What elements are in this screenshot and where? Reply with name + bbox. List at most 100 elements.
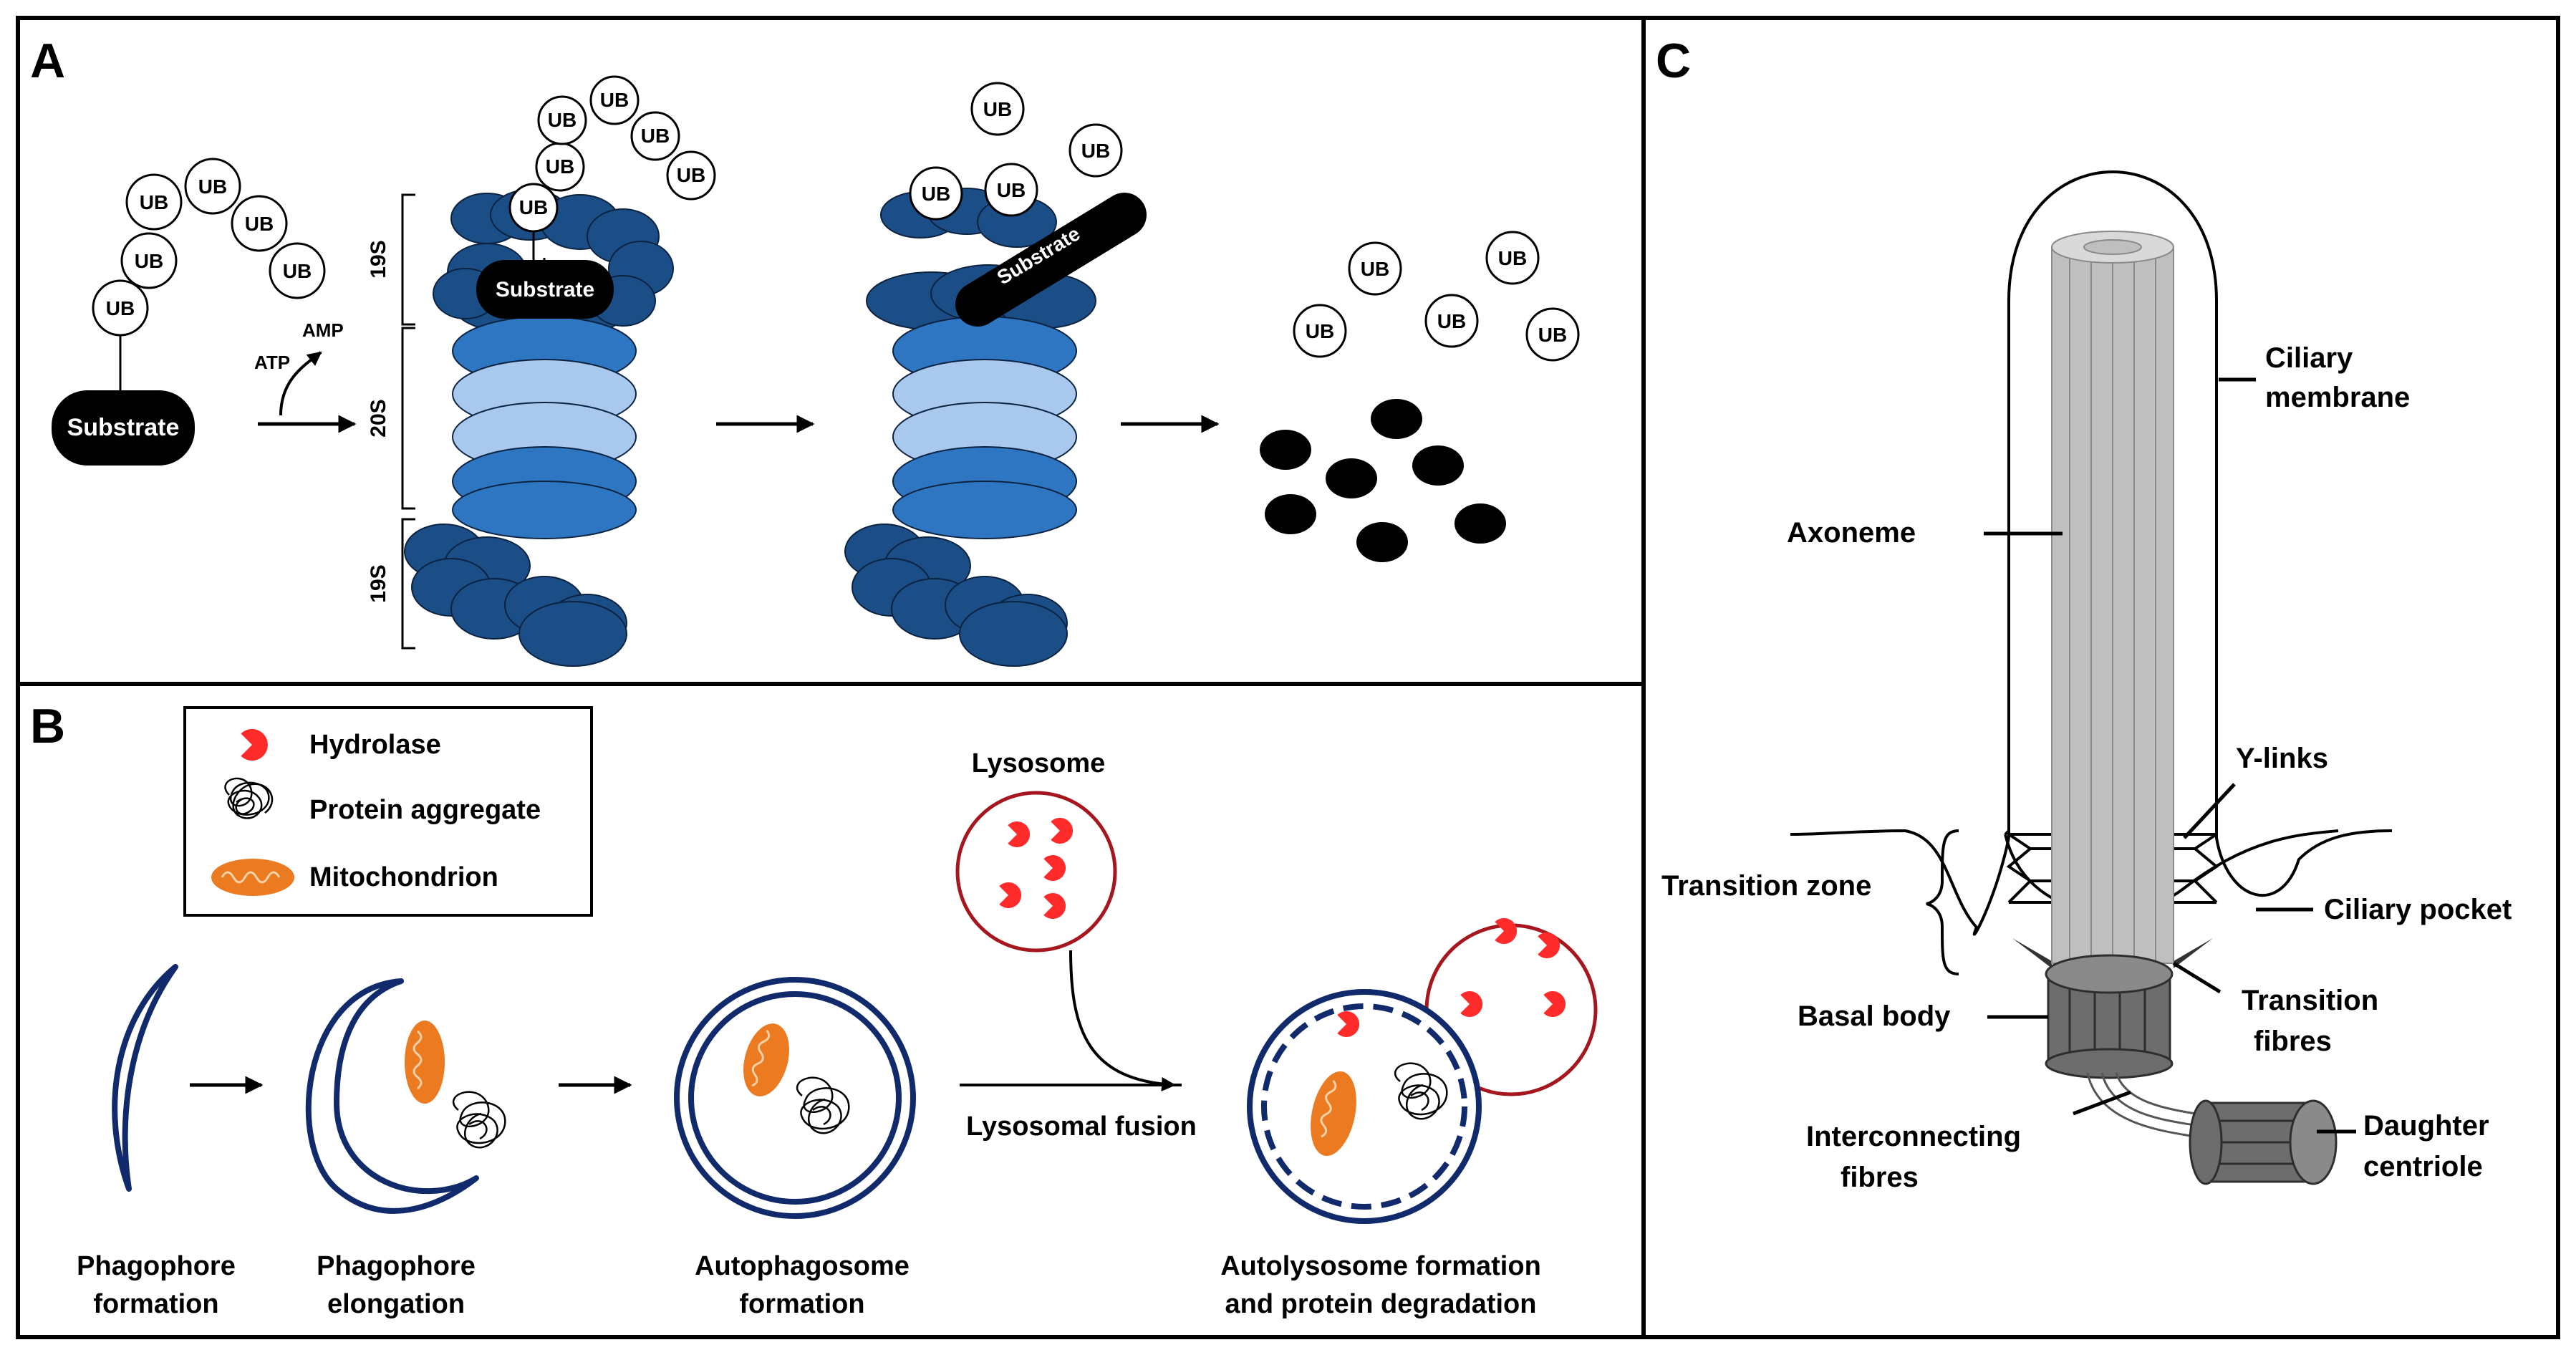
ub-chain: UB UB UB UB UB UB [508, 75, 716, 260]
panel-a: UB UB UB UB UB UB Substrate ATP AMP 19S … [52, 75, 1580, 667]
step4-line2: and protein degradation [1225, 1289, 1537, 1319]
core-20s [452, 316, 637, 539]
free-ub: UB UB UB UB [909, 82, 1123, 221]
figure-border [16, 16, 2560, 1339]
ub-label: UB [600, 89, 629, 111]
transition-zone-brace [1926, 829, 1959, 975]
ub-label: UB [519, 196, 548, 218]
hydrolase-enzymes [999, 817, 1074, 919]
legend-aggregate: Protein aggregate [309, 795, 541, 825]
ub-label: UB [283, 260, 312, 282]
panel-label-c: C [1656, 34, 1691, 88]
interconnecting-label-1: Interconnecting [1806, 1121, 2021, 1152]
basal-body [2045, 954, 2174, 1079]
cilium-outline [1790, 170, 2393, 936]
atp-label: ATP [254, 352, 290, 373]
step4-line1: Autolysosome formation [1220, 1251, 1541, 1281]
ub-label: UB [546, 155, 574, 178]
substrate-label: Substrate [496, 278, 594, 302]
legend: Hydrolase Protein aggregate Mitochondrio… [183, 706, 593, 917]
atp-reaction-arrow: ATP AMP [254, 319, 357, 433]
ub-label: UB [997, 179, 1026, 201]
cap-top-label: 19S [367, 240, 390, 278]
hydrolase-enzymes [1337, 917, 1566, 1037]
ub-label: UB [548, 109, 577, 131]
interconnecting-label-2: fibres [1841, 1162, 1919, 1193]
axoneme [2051, 231, 2174, 964]
ub-label: UB [1361, 258, 1389, 280]
step-captions: Phagophore formation Phagophore elongati… [77, 1251, 1541, 1319]
ub-chain: UB UB UB UB UB UB [92, 158, 326, 337]
transition-fibres [2012, 938, 2213, 968]
basal-body-label: Basal body [1798, 1000, 1951, 1032]
panel-b: Hydrolase Protein aggregate Mitochondrio… [77, 706, 1598, 1319]
daughter-label-2: centriole [2363, 1151, 2483, 1182]
mitochondrion [405, 1021, 445, 1104]
ub-label: UB [245, 213, 274, 235]
legend-mitochondrion: Mitochondrion [309, 862, 498, 892]
cap-19s-bottom [844, 524, 1068, 667]
panel-label-a: A [30, 34, 65, 88]
peptide-fragments [1260, 399, 1506, 562]
daughter-label-1: Daughter [2363, 1110, 2489, 1142]
core-label: 20S [367, 399, 390, 437]
ub-label: UB [1437, 310, 1466, 332]
mitochondrion-icon [211, 859, 294, 896]
step2-line2: elongation [327, 1289, 465, 1319]
ciliary-pocket-label: Ciliary pocket [2324, 894, 2512, 925]
ub-label: UB [1081, 140, 1110, 162]
autolysosome [1247, 917, 1598, 1224]
axoneme-label: Axoneme [1787, 517, 1916, 549]
step3-line1: Autophagosome [695, 1251, 910, 1281]
ub-label: UB [106, 297, 135, 319]
ub-label: UB [641, 125, 670, 147]
mitochondrion [1311, 1071, 1356, 1157]
step1-line2: formation [93, 1289, 218, 1319]
proteasome-with-substrate: Substrate UB UB UB UB UB UB [404, 75, 716, 667]
autophagosome [674, 977, 916, 1219]
fusion-arrow [960, 950, 1182, 1085]
ciliary-membrane-label-1: Ciliary [2265, 342, 2353, 374]
released-ub: UB UB UB UB UB [1293, 231, 1580, 362]
mitochondrion [743, 1023, 789, 1096]
cap-bottom-label: 19S [367, 564, 390, 602]
step3-line2: formation [739, 1289, 864, 1319]
protein-aggregate [796, 1076, 850, 1134]
step1-line1: Phagophore [77, 1251, 236, 1281]
ub-label: UB [1498, 247, 1527, 269]
lysosome [955, 791, 1117, 953]
leader-lines [1984, 377, 2356, 1134]
bound-substrate: Substrate [476, 258, 614, 319]
cap-19s-bottom [404, 524, 627, 667]
hydrolase-icon [241, 728, 268, 761]
ub-label: UB [1538, 324, 1567, 346]
ub-label: UB [198, 175, 227, 198]
step2-line1: Phagophore [317, 1251, 476, 1281]
amp-label: AMP [302, 319, 344, 341]
substrate-label: Substrate [67, 414, 180, 441]
transition-fibres-label-2: fibres [2254, 1026, 2332, 1057]
core-20s [892, 316, 1077, 539]
elongating-phagophore [305, 978, 506, 1214]
lysosome-label: Lysosome [972, 748, 1106, 778]
ub-label: UB [922, 183, 950, 205]
ub-label: UB [135, 250, 163, 272]
fusion-label: Lysosomal fusion [966, 1112, 1197, 1142]
protein-aggregate [1394, 1062, 1448, 1120]
protein-aggregate [452, 1091, 506, 1149]
ub-label: UB [140, 191, 168, 213]
legend-hydrolase: Hydrolase [309, 730, 441, 760]
ub-label: UB [983, 98, 1012, 120]
transition-fibres-label-1: Transition [2242, 985, 2378, 1016]
ub-label: UB [1306, 320, 1334, 342]
ciliary-membrane-label-2: membrane [2265, 382, 2410, 413]
transition-zone-label: Transition zone [1661, 870, 1871, 902]
panel-label-b: B [30, 699, 65, 753]
proteasome-degrading: Substrate UB UB UB UB [844, 82, 1147, 667]
subunit-brackets [401, 193, 415, 650]
daughter-centriole [2189, 1099, 2338, 1185]
phagophore-crescent [112, 964, 178, 1192]
panel-c: Ciliary membrane Axoneme Y-links Transit… [1661, 170, 2512, 1193]
y-links-label: Y-links [2236, 743, 2328, 774]
